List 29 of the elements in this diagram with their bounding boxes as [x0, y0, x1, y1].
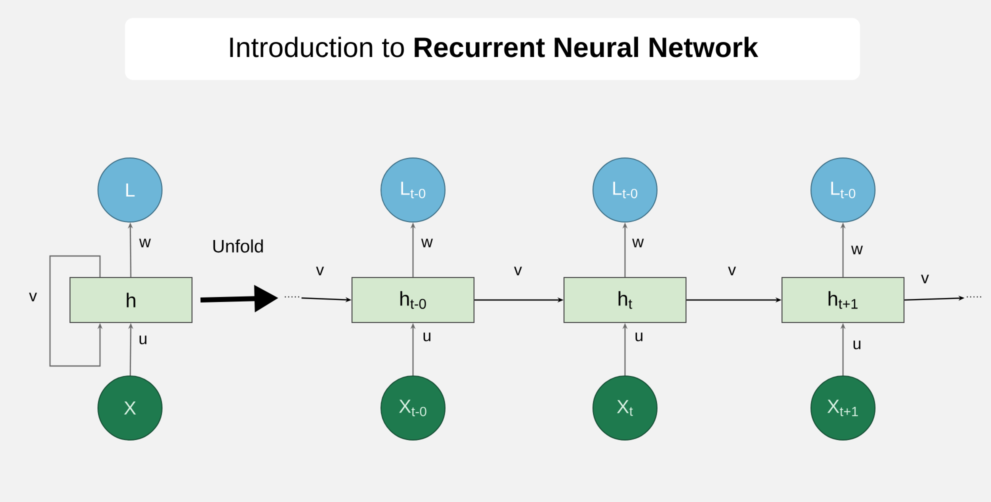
edge-label: v: [921, 274, 929, 284]
edge-label: u: [140, 336, 146, 344]
edge-label: v: [316, 266, 324, 276]
edge-label: u: [854, 340, 860, 350]
edge-label: v: [514, 266, 522, 276]
circle-node: X: [98, 375, 162, 440]
edge-label: u: [424, 332, 430, 342]
circle-node: L$_{t-0}$: [380, 158, 446, 222]
hidden-state-box: h$_{t}$: [564, 277, 686, 323]
edge-label: w: [632, 238, 644, 248]
circle-node: L$_{t-0}$: [592, 158, 658, 222]
dots-text: ·····: [284, 296, 300, 298]
circle-node: L$_{t-0}$: [810, 158, 876, 222]
hidden-state-box: h: [70, 277, 192, 323]
circle-node: X$_{t+1}$: [810, 375, 876, 440]
edge-label: Unfold: [213, 239, 263, 253]
circle-node: X$_{t}$: [592, 375, 658, 440]
hidden-state-box: h$_{t-0}$: [352, 277, 474, 323]
edge-label: v: [728, 266, 736, 276]
edge-label: w: [421, 238, 433, 248]
dots-text: ·····: [966, 296, 982, 298]
edge-label: u: [636, 332, 642, 342]
title: Introduction to Recurrent Neural Network: [230, 36, 758, 58]
hidden-state-box: h$_{t+1}$: [782, 277, 904, 323]
edge-label: w: [851, 246, 863, 254]
circle-node: L: [98, 158, 162, 222]
edge-label: v: [29, 292, 37, 302]
edge-label: w: [139, 238, 151, 248]
circle-node: X$_{t-0}$: [380, 375, 446, 440]
